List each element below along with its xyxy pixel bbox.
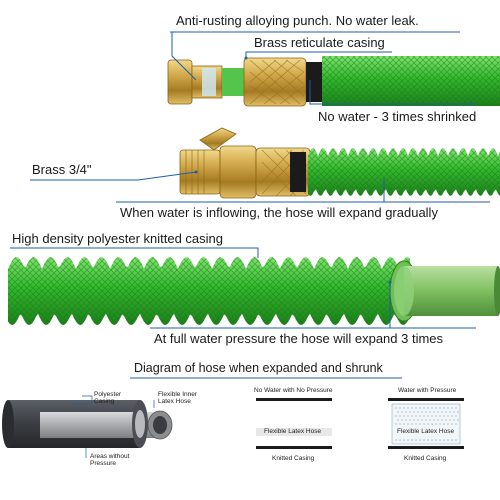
row3-hose: [8, 257, 500, 325]
full-pressure-label: At full water pressure the hose will exp…: [154, 331, 444, 346]
panel-no-water: [256, 398, 332, 449]
brass-casing-label: Brass reticulate casing: [254, 35, 385, 50]
areas-without-label: Areas without Pressure: [90, 453, 130, 467]
row1-connector: [167, 56, 500, 107]
no-water-label: No water - 3 times shrinked: [318, 109, 477, 124]
panel-left-middle: Flexible Latex Hose: [264, 428, 322, 435]
polyester-casing-label: Polyester Casing: [94, 391, 122, 405]
panel-left-top: No Water with No Pressure: [254, 387, 333, 394]
panel-right-top: Water with Pressure: [398, 387, 457, 394]
panel-right-bottom: Knitted Casing: [404, 455, 447, 462]
diagram-hose-cutaway: [2, 395, 173, 458]
row2-connector: [179, 127, 500, 199]
high-density-label: High density polyester knitted casing: [12, 231, 224, 246]
panel-left-bottom: Knitted Casing: [272, 455, 315, 462]
panel-water: [388, 398, 464, 449]
anti-rust-label: Anti-rusting alloying punch. No water le…: [176, 13, 419, 28]
leader-lines: [10, 31, 490, 379]
panel-right-middle: Flexible Latex Hose: [396, 428, 456, 436]
diagram-title: Diagram of hose when expanded and shrunk: [134, 361, 383, 375]
flexible-inner-label: Flexible Inner Latex Hose: [158, 391, 198, 405]
brass-34-label: Brass 3/4": [32, 162, 92, 177]
inflowing-label: When water is inflowing, the hose will e…: [120, 205, 438, 220]
